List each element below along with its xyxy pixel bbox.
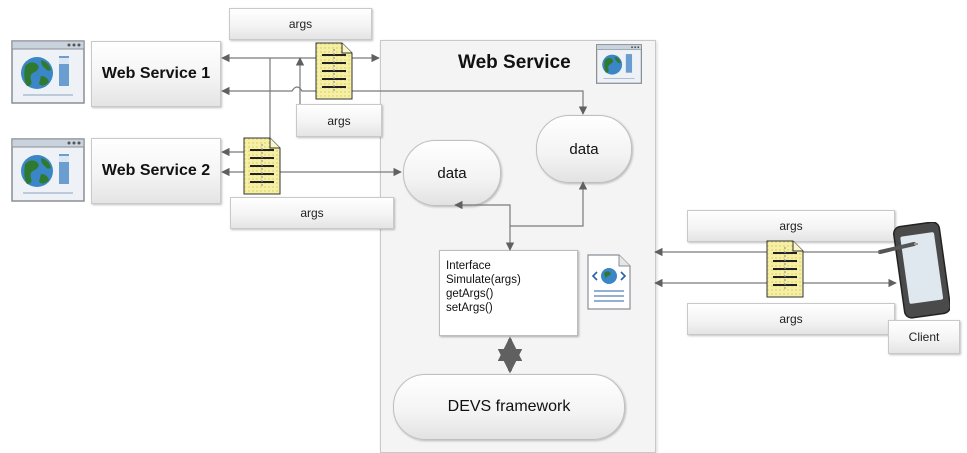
xml-document-icon	[766, 240, 804, 298]
devs-framework-node: DEVS framework	[393, 374, 625, 440]
connector-data-interface	[454, 200, 515, 251]
data-node-left: data	[403, 140, 501, 206]
args-box-ws1-top: args	[229, 8, 372, 40]
args-box-client-top: args	[687, 210, 895, 242]
args-box-ws2: args	[230, 197, 394, 229]
args-box-client-bottom: args	[687, 303, 895, 335]
browser-globe-icon	[596, 44, 642, 84]
web-service-1-box: Web Service 1	[91, 41, 221, 107]
interface-box: Interface Simulate(args) getArgs() setAr…	[439, 250, 578, 336]
xml-document-icon	[243, 137, 281, 195]
interface-line: Interface	[446, 260, 491, 272]
data-node-right: data	[536, 115, 632, 183]
connector-interface-data-right	[510, 181, 588, 227]
xml-document-icon	[315, 42, 353, 100]
connector-ws1-data	[221, 86, 588, 115]
interface-line: setArgs()	[446, 302, 493, 314]
interface-line: Simulate(args)	[446, 274, 521, 286]
web-service-2-box: Web Service 2	[91, 138, 221, 204]
web-service-title: Web Service	[458, 52, 571, 73]
tablet-stylus-icon	[878, 222, 950, 319]
web-service-2-label: Web Service 2	[101, 162, 211, 179]
browser-globe-icon	[11, 40, 85, 104]
web-service-1-label: Web Service 1	[101, 65, 211, 82]
browser-globe-icon	[11, 138, 85, 202]
client-label-box: Client	[888, 320, 960, 354]
web-page-icon	[587, 254, 631, 310]
interface-line: getArgs()	[446, 288, 494, 300]
